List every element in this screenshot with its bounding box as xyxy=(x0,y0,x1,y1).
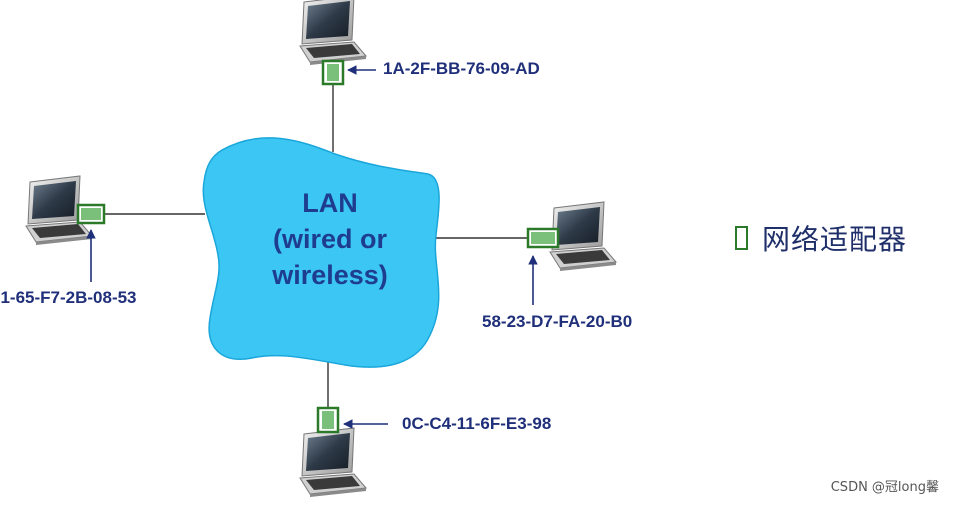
top-mac-address: 1A-2F-BB-76-09-AD xyxy=(383,59,540,78)
left-mac-address: 71-65-F7-2B-08-53 xyxy=(0,288,137,307)
legend-label: 网络适配器 xyxy=(762,223,908,256)
bottom-laptop-icon xyxy=(299,427,367,498)
watermark: CSDN @冠long馨 xyxy=(830,480,939,495)
right-mac-address: 58-23-D7-FA-20-B0 xyxy=(482,312,633,331)
lan-label: LAN (wired or wireless) xyxy=(205,185,455,293)
bottom-mac-address: 0C-C4-11-6F-E3-98 xyxy=(402,414,552,433)
lan-cloud xyxy=(202,137,440,368)
right-laptop-icon xyxy=(549,201,617,272)
legend-adapter-icon xyxy=(735,226,748,250)
top-laptop-icon xyxy=(299,0,367,66)
legend: 网络适配器 xyxy=(735,218,907,258)
lan-label-line-2: (wired or xyxy=(272,224,387,254)
lan-label-line-3: wireless) xyxy=(272,260,388,290)
lan-label-line-1: LAN xyxy=(302,188,358,218)
